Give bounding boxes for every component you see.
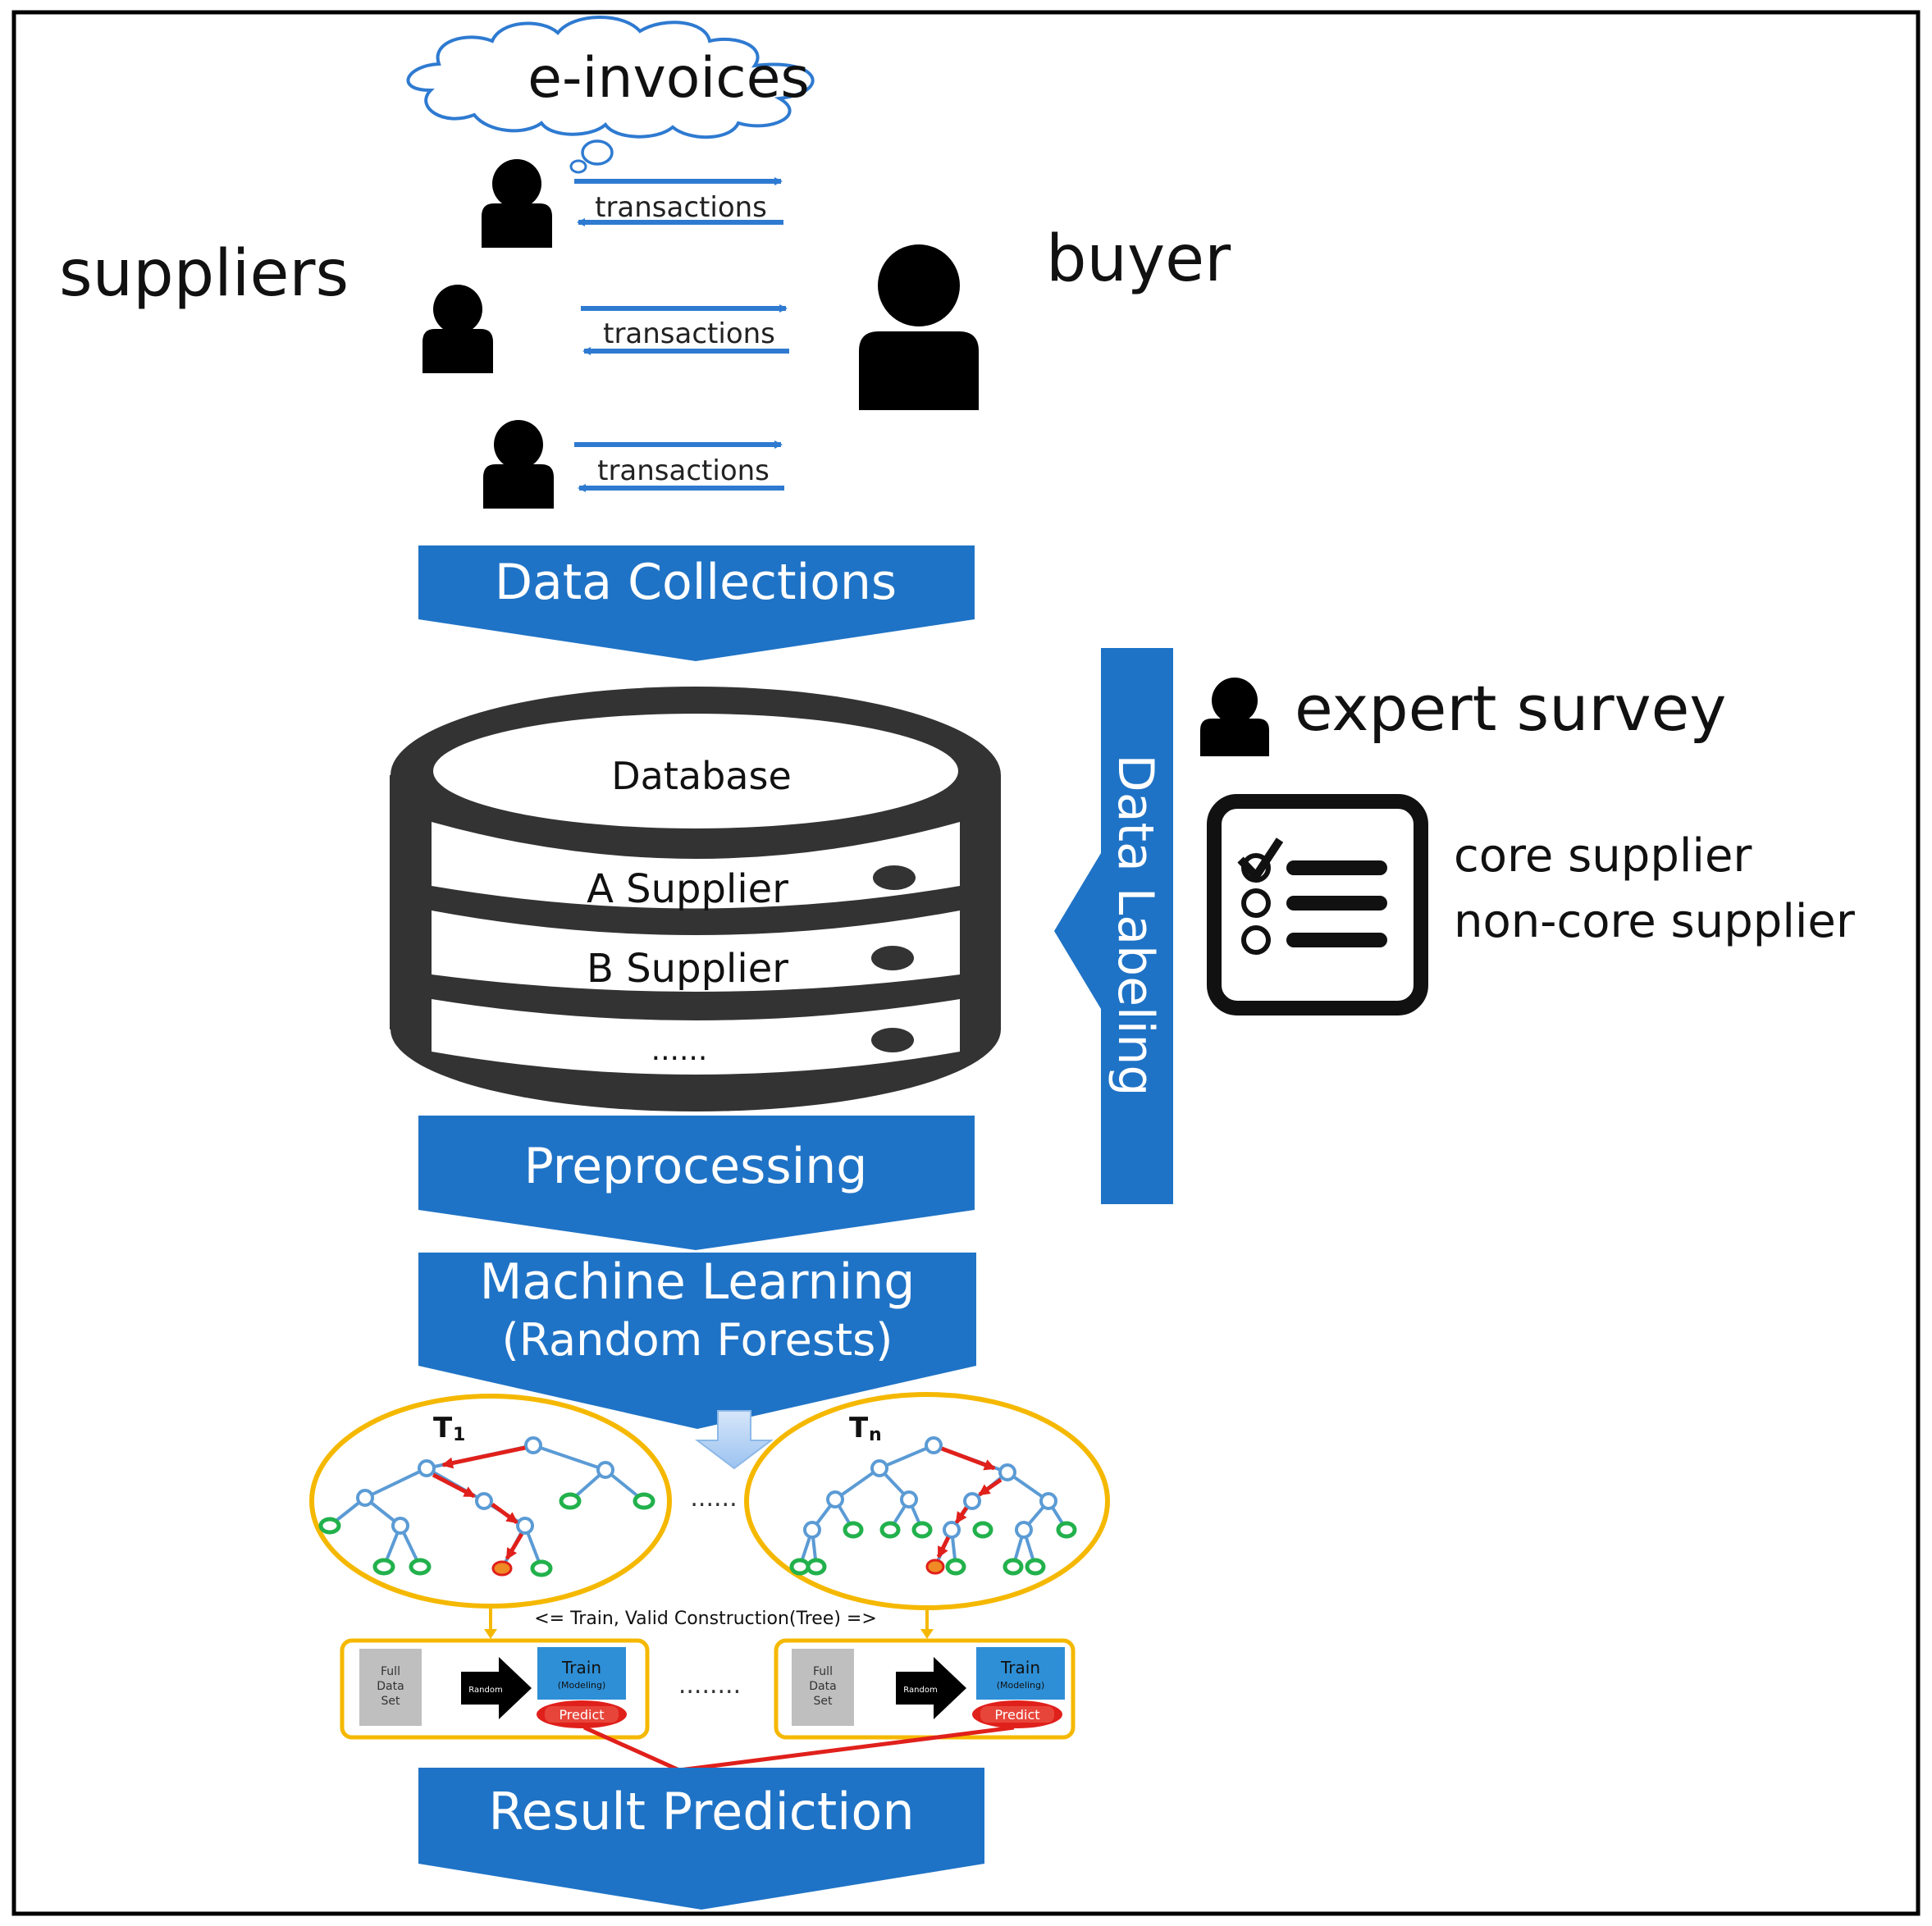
prediction-connectors (582, 1725, 1015, 1773)
train-predict-box-1: Full Data Set Random Train (Modeling) Pr… (340, 1638, 650, 1740)
database-title: Database (611, 754, 792, 798)
box-ellipsis: ........ (678, 1671, 741, 1700)
db-dot (873, 865, 916, 890)
survey-option: core supplier (1454, 829, 1752, 883)
database-cylinder: Database A Supplier B Supplier ...... (390, 687, 1001, 1111)
transactions-label: transactions (597, 454, 770, 487)
preprocessing-label: Preprocessing (524, 1138, 868, 1195)
cloud-label: e-invoices (528, 46, 810, 111)
database-row: A Supplier (587, 866, 788, 912)
predict-label: Predict (994, 1707, 1039, 1723)
random-label: Random (903, 1686, 937, 1695)
result-prediction-label: Result Prediction (488, 1782, 914, 1842)
train-label: Train (1000, 1658, 1040, 1677)
tree-ellipsis: ...... (690, 1484, 737, 1513)
expert-icon (1200, 678, 1269, 756)
modeling-label: (Modeling) (558, 1680, 606, 1691)
transaction-arrows: transactions transactions transactions (574, 177, 789, 492)
tree-title-subscript: 1 (453, 1425, 465, 1445)
data-collections-step: Data Collections (418, 545, 975, 661)
data-collections-label: Data Collections (495, 554, 897, 611)
modeling-label: (Modeling) (997, 1680, 1045, 1691)
full-data-set-label: Set (814, 1695, 834, 1708)
person-icon (422, 285, 493, 373)
full-data-set-label: Full (813, 1665, 833, 1678)
person-icon (482, 159, 552, 248)
full-data-set-label: Data (377, 1680, 404, 1693)
buyer-label: buyer (1046, 222, 1231, 296)
machine-learning-label: Machine Learning (480, 1253, 916, 1311)
database-row: B Supplier (587, 946, 788, 992)
train-label: Train (561, 1658, 601, 1677)
construction-connectors (484, 1606, 934, 1639)
full-data-set-label: Full (381, 1665, 400, 1678)
tree-diagram-1: T 1 (309, 1394, 672, 1609)
db-dot (871, 1028, 914, 1052)
transactions-label: transactions (595, 191, 767, 224)
transactions-label: transactions (603, 317, 775, 350)
machine-learning-step: Machine Learning (Random Forests) (418, 1253, 976, 1429)
tree-title: T (433, 1412, 453, 1444)
db-dot (871, 946, 914, 970)
random-forests-label: (Random Forests) (502, 1314, 893, 1366)
tree-title: T (849, 1412, 869, 1444)
data-labeling-label: Data Labeling (1107, 755, 1164, 1097)
result-prediction-step: Result Prediction (418, 1768, 984, 1910)
person-icon (483, 420, 554, 509)
tree-title-subscript: n (869, 1425, 882, 1445)
expert-survey-label: expert survey (1295, 672, 1726, 745)
construction-label: <= Train, Valid Construction(Tree) => (534, 1609, 877, 1629)
full-data-set-label: Set (381, 1695, 401, 1708)
database-row: ...... (651, 1034, 708, 1067)
preprocessing-step: Preprocessing (418, 1116, 975, 1250)
predict-label: Predict (559, 1707, 604, 1723)
tree-diagram-n: T n (744, 1392, 1110, 1610)
buyer-icon (859, 244, 979, 410)
survey-option: non-core supplier (1454, 895, 1856, 948)
train-predict-box-n: Full Data Set Random Train (Modeling) Pr… (774, 1638, 1076, 1740)
data-labeling-step: Data Labeling (1054, 648, 1173, 1204)
down-arrow-icon (695, 1410, 774, 1470)
suppliers-label: suppliers (59, 237, 349, 311)
checklist-icon (1207, 794, 1428, 1015)
random-label: Random (468, 1686, 502, 1695)
e-invoices-cloud: e-invoices (406, 16, 815, 174)
full-data-set-label: Data (809, 1680, 836, 1693)
